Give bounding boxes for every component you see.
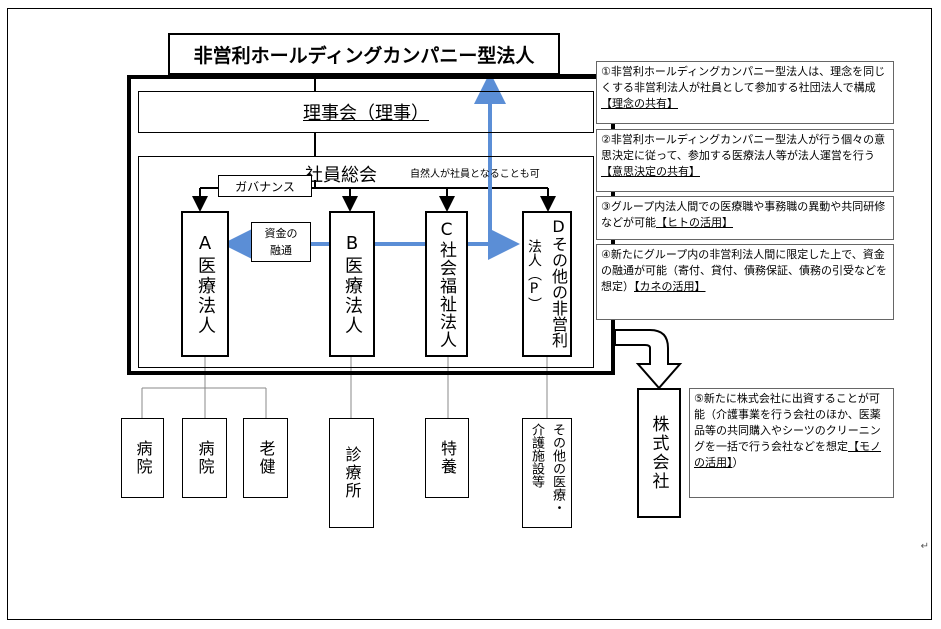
- note-4-text: ④新たにグループ内の非営利法人間に限定した上で、資金の融通が可能（寄付、貸付、債…: [601, 248, 887, 293]
- paragraph-return-mark: ↵: [920, 541, 929, 552]
- note-5: ⑤新たに株式会社に出資することが可能（介護事業を行う会社のほか、医薬品等の共同購…: [689, 388, 894, 498]
- entity-b-name: 医療法人: [342, 255, 363, 336]
- facility-hospital-2: 病院: [182, 418, 227, 498]
- facility-other-col2: 介護施設等: [529, 423, 544, 488]
- company-box: 株式会社: [637, 388, 681, 518]
- note-5-text: ⑤新たに株式会社に出資することが可能（介護事業を行う会社のほか、医薬品等の共同購…: [694, 392, 881, 453]
- entity-d-letter: D: [549, 217, 568, 236]
- note-2: ②非営利ホールディングカンパニー型法人が行う個々の意思決定に従って、参加する医療…: [596, 129, 894, 192]
- company-investment-arrow: [614, 329, 683, 390]
- entity-d-box: Dその他の非営利 法人（P）: [522, 211, 572, 357]
- general-meeting-note: 自然人が社員となることも可: [410, 169, 540, 180]
- facility-roken: 老健: [243, 418, 288, 498]
- facility-hospital-1: 病院: [121, 418, 164, 498]
- entity-d-name-col2: 法人（P）: [526, 239, 542, 311]
- note-3-text: ③グループ内法人間での医療職や事務職の異動や共同研修などが可能: [601, 200, 886, 229]
- holding-company-title: 非営利ホールディングカンパニー型法人: [168, 33, 560, 75]
- note-4-tag: 【カネの活用】: [634, 280, 706, 293]
- note-2-tag: 【意思決定の共有】: [601, 165, 700, 178]
- facility-other-col1: その他の医療・: [550, 423, 565, 514]
- note-1: ①非営利ホールディングカンパニー型法人は、理念を同じくする非営利法人が社員として…: [596, 61, 894, 124]
- entity-c-letter: C: [436, 219, 457, 241]
- board-box: 理事会（理事）: [138, 91, 594, 133]
- note-1-text: ①非営利ホールディングカンパニー型法人は、理念を同じくする非営利法人が社員として…: [601, 65, 886, 94]
- facility-clinic: 診療所: [329, 418, 374, 528]
- general-meeting-box: [138, 156, 594, 368]
- note-4: ④新たにグループ内の非営利法人間に限定した上で、資金の融通が可能（寄付、貸付、債…: [596, 244, 894, 320]
- entity-b-letter: B: [341, 232, 363, 256]
- note-3: ③グループ内法人間での医療職や事務職の異動や共同研修などが可能【ヒトの活用】: [596, 196, 894, 240]
- governance-label: ガバナンス: [218, 175, 312, 197]
- note-5-tail: ）: [732, 456, 744, 469]
- page-frame: [7, 8, 932, 620]
- facility-other: その他の医療・ 介護施設等: [522, 418, 572, 528]
- entity-d-name-col1: その他の非営利: [549, 236, 568, 348]
- note-5-tag: 【モノの活用】: [694, 440, 881, 469]
- fund-label: 資金の 融通: [251, 222, 311, 262]
- board-label: 理事会（理事）: [303, 103, 429, 124]
- general-meeting-label: 社員総会: [305, 165, 377, 186]
- facility-tokuyou: 特養: [425, 418, 469, 498]
- fund-label-line1: 資金の: [264, 227, 298, 240]
- note-2-text: ②非営利ホールディングカンパニー型法人が行う個々の意思決定に従って、参加する医療…: [601, 133, 886, 162]
- entity-c-name: 社会福祉法人: [436, 240, 456, 349]
- entity-a-name: 医療法人: [195, 255, 216, 336]
- note-3-tag: 【ヒトの活用】: [656, 216, 733, 229]
- fund-label-line2: 融通: [270, 244, 292, 257]
- note-1-tag: 【理念の共有】: [601, 97, 678, 110]
- entity-a-letter: A: [194, 232, 216, 256]
